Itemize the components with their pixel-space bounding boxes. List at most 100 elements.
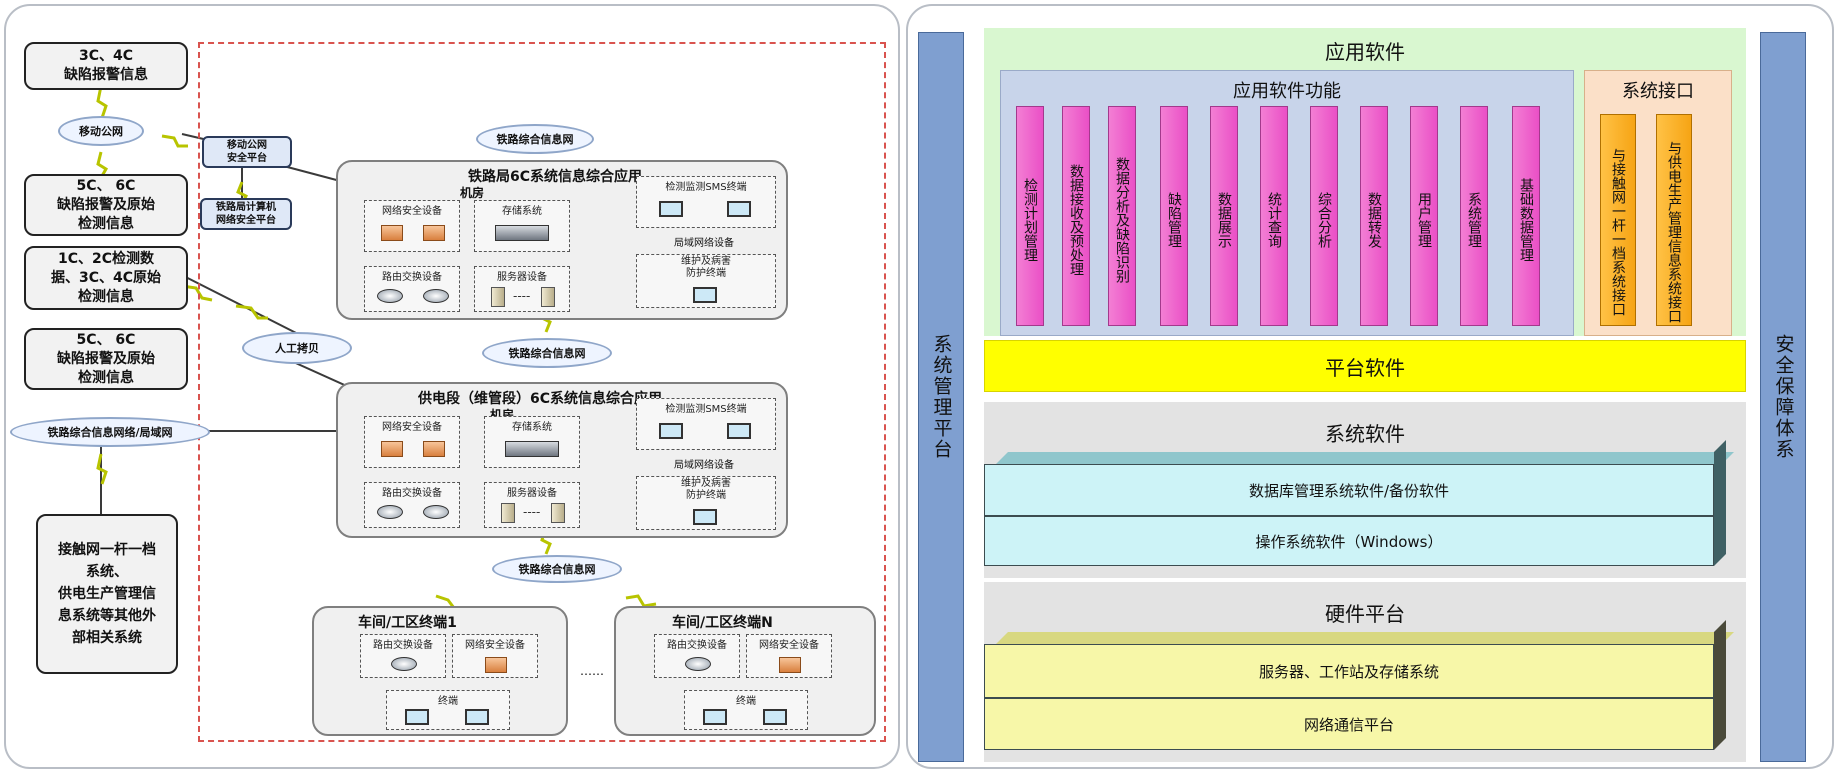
workshop-1-terminal-box: 终端 bbox=[386, 690, 510, 730]
system-software-title: 系统软件 bbox=[1325, 422, 1405, 446]
network-communication-layer: 网络通信平台 bbox=[984, 698, 1714, 750]
network-diagram-panel: 3C、4C 缺陷报警信息 5C、 6C 缺陷报警及原始 检测信息 1C、2C检测… bbox=[4, 4, 900, 769]
function-column: 综合分析 bbox=[1310, 106, 1338, 326]
bureau-room-title: 铁路局6C系统信息综合应用 bbox=[468, 169, 643, 185]
layer-depth bbox=[1714, 440, 1726, 566]
function-column: 系统管理 bbox=[1460, 106, 1488, 326]
function-column: 缺陷管理 bbox=[1160, 106, 1188, 326]
bureau-security-platform: 铁路局计算机 网络安全平台 bbox=[200, 198, 292, 230]
bureau-monitor-box: 检测监测SMS终端 bbox=[636, 176, 776, 228]
workshop-n-terminal-box: 终端 bbox=[684, 690, 808, 730]
router-icon bbox=[391, 657, 417, 671]
bureau-storage-box: 存储系统 bbox=[474, 200, 570, 252]
computer-icon bbox=[659, 201, 683, 217]
firewall-icon bbox=[779, 657, 801, 673]
server-icon bbox=[541, 287, 555, 307]
workshop-1-title: 车间/工区终端1 bbox=[358, 615, 457, 631]
computer-icon bbox=[763, 709, 787, 725]
bureau-maintenance-box: 维护及病害 防护终端 bbox=[636, 254, 776, 308]
cloud-rail-network-mid: 铁路综合信息网 bbox=[482, 338, 612, 368]
workshop-terminal-n: 车间/工区终端N 路由交换设备 网络安全设备 终端 bbox=[614, 606, 876, 736]
cloud-manual-copy: 人工拷贝 bbox=[242, 332, 352, 364]
layer-depth bbox=[1714, 620, 1726, 750]
layer-depth bbox=[996, 632, 1734, 644]
firewall-icon bbox=[381, 441, 403, 457]
server-icon bbox=[551, 503, 565, 523]
bureau-router-box: 路由交换设备 bbox=[364, 266, 460, 312]
source-box-5c-6c-bottom: 5C、 6C 缺陷报警及原始 检测信息 bbox=[24, 328, 188, 390]
depot-net-security-box: 网络安全设备 bbox=[364, 416, 460, 468]
storage-icon bbox=[505, 441, 559, 457]
firewall-icon bbox=[381, 225, 403, 241]
cloud-mobile-network: 移动公网 bbox=[58, 116, 144, 146]
computer-icon bbox=[465, 709, 489, 725]
source-box-1c-2c: 1C、2C检测数 据、3C、4C原始 检测信息 bbox=[24, 246, 188, 310]
cloud-rail-network-bottom: 铁路综合信息网 bbox=[492, 555, 622, 583]
app-software-title: 应用软件 bbox=[1325, 40, 1405, 64]
database-software-layer: 数据库管理系统软件/备份软件 bbox=[984, 464, 1714, 516]
router-icon bbox=[377, 289, 403, 303]
function-column: 统计查询 bbox=[1260, 106, 1288, 326]
storage-icon bbox=[495, 225, 549, 241]
router-icon bbox=[423, 505, 449, 519]
function-column: 数据展示 bbox=[1210, 106, 1238, 326]
workshop-n-title: 车间/工区终端N bbox=[672, 615, 773, 631]
app-functions-title: 应用软件功能 bbox=[1233, 81, 1341, 102]
function-column: 数据转发 bbox=[1360, 106, 1388, 326]
interface-title: 系统接口 bbox=[1622, 81, 1694, 102]
function-column: 用户管理 bbox=[1410, 106, 1438, 326]
bureau-net-security-box: 网络安全设备 bbox=[364, 200, 460, 252]
function-column: 检测计划管理 bbox=[1016, 106, 1044, 326]
bureau-data-center: 铁路局6C系统信息综合应用 机房 网络安全设备 存储系统 路由交换设备 服务器设… bbox=[336, 160, 788, 320]
bureau-server-box: 服务器设备 ---- bbox=[474, 266, 570, 312]
network-boundary bbox=[198, 42, 886, 742]
hardware-title: 硬件平台 bbox=[1325, 602, 1405, 626]
bureau-room-subtitle: 机房 bbox=[460, 186, 485, 200]
computer-icon bbox=[693, 509, 717, 525]
mobile-security-platform: 移动公网 安全平台 bbox=[202, 136, 292, 168]
bureau-lan-label: 局域网络设备 bbox=[674, 238, 734, 249]
computer-icon bbox=[405, 709, 429, 725]
depot-data-center: 供电段（维管段）6C系统信息综合应用 机房 网络安全设备 存储系统 路由交换设备… bbox=[336, 382, 788, 538]
server-icon bbox=[491, 287, 505, 307]
depot-lan-label: 局域网络设备 bbox=[674, 460, 734, 471]
function-column: 基础数据管理 bbox=[1512, 106, 1540, 326]
system-management-column: 系统管理平台 bbox=[918, 32, 964, 762]
function-column: 数据接收及预处理 bbox=[1062, 106, 1090, 326]
router-icon bbox=[377, 505, 403, 519]
interface-column: 与供电生产管理信息系统接口 bbox=[1656, 114, 1692, 326]
depot-server-box: 服务器设备 ---- bbox=[484, 482, 580, 528]
router-icon bbox=[685, 657, 711, 671]
depot-maintenance-box: 维护及病害 防护终端 bbox=[636, 476, 776, 530]
workshop-terminal-1: 车间/工区终端1 路由交换设备 网络安全设备 终端 bbox=[312, 606, 568, 736]
platform-software-bar: 平台软件 bbox=[984, 340, 1746, 392]
function-column: 数据分析及缺陷识别 bbox=[1108, 106, 1136, 326]
depot-router-box: 路由交换设备 bbox=[364, 482, 460, 528]
firewall-icon bbox=[423, 441, 445, 457]
workshop-1-router-box: 路由交换设备 bbox=[360, 634, 446, 678]
source-box-5c-6c-top: 5C、 6C 缺陷报警及原始 检测信息 bbox=[24, 174, 188, 236]
firewall-icon bbox=[423, 225, 445, 241]
workshop-n-router-box: 路由交换设备 bbox=[654, 634, 740, 678]
workshop-ellipsis: …… bbox=[580, 664, 604, 678]
server-icon bbox=[501, 503, 515, 523]
source-box-3c-4c: 3C、4C 缺陷报警信息 bbox=[24, 42, 188, 90]
workshop-1-security-box: 网络安全设备 bbox=[452, 634, 538, 678]
router-icon bbox=[423, 289, 449, 303]
firewall-icon bbox=[485, 657, 507, 673]
computer-icon bbox=[703, 709, 727, 725]
interface-column: 与接触网一杆一档系统接口 bbox=[1600, 114, 1636, 326]
architecture-panel: 系统管理平台 安全保障体系 应用软件 应用软件功能 系统接口 检测计划管理 数据… bbox=[906, 4, 1834, 769]
os-software-layer: 操作系统软件（Windows） bbox=[984, 516, 1714, 566]
computer-icon bbox=[727, 423, 751, 439]
source-box-external-systems: 接触网一杆一档 系统、 供电生产管理信 息系统等其他外 部相关系统 bbox=[36, 514, 178, 674]
computer-icon bbox=[693, 287, 717, 303]
cloud-rail-lan: 铁路综合信息网络/局域网 bbox=[10, 417, 210, 447]
depot-monitor-box: 检测监测SMS终端 bbox=[636, 398, 776, 450]
security-system-column: 安全保障体系 bbox=[1760, 32, 1806, 762]
depot-storage-box: 存储系统 bbox=[484, 416, 580, 468]
depot-room-title: 供电段（维管段）6C系统信息综合应用 bbox=[418, 391, 663, 407]
cloud-rail-network-top: 铁路综合信息网 bbox=[476, 124, 594, 154]
server-storage-layer: 服务器、工作站及存储系统 bbox=[984, 644, 1714, 698]
layer-depth bbox=[996, 452, 1734, 464]
